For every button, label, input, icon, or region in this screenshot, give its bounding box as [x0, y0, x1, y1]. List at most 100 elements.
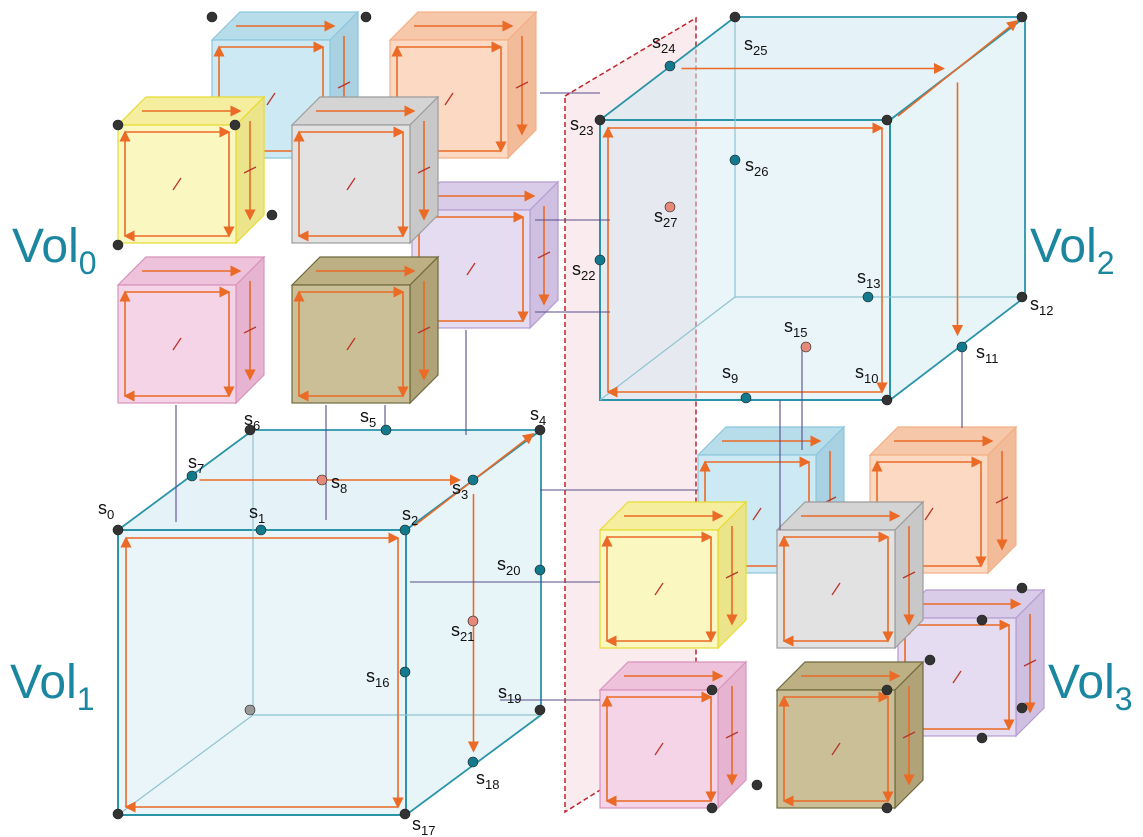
node-dot-3: [467, 474, 479, 486]
vol0-cube-olive: [290, 255, 440, 405]
node-dot-10: [881, 394, 893, 406]
vol0-cube-olive-tick-side: [417, 326, 431, 334]
node-dot-5: [380, 424, 392, 436]
vol2-large-cube-front: [599, 119, 891, 401]
vol3-cube-blue-tick: [752, 507, 762, 521]
node-dot-44: [881, 684, 893, 696]
node-label-s27-sub: 27: [663, 215, 677, 230]
node-dot-37: [1016, 582, 1028, 594]
node-dot-35: [229, 119, 241, 131]
vol3-cube-orange-tick: [924, 507, 934, 521]
node-dot-8: [316, 474, 328, 486]
node-label-s20-base: s: [497, 554, 506, 574]
node-dot-7: [186, 470, 198, 482]
node-label-s8-base: s: [331, 472, 340, 492]
node-dot-22: [594, 114, 606, 126]
node-label-s16-sub: 16: [375, 675, 389, 690]
node-dot-14: [800, 341, 812, 353]
node-label-s9: s9: [722, 362, 738, 386]
vol0-cube-pink-tick: [172, 337, 182, 351]
node-label-s22-sub: 22: [581, 268, 595, 283]
node-label-s7-sub: 7: [197, 461, 204, 476]
node-label-s6-base: s: [244, 409, 253, 429]
node-label-s12: s12: [1030, 294, 1053, 318]
node-label-s13: s13: [857, 267, 880, 291]
node-label-s11: s11: [976, 342, 999, 366]
volume-label-vol3: Vol3: [1048, 656, 1133, 717]
volume-label-vol2-base: Vol: [1030, 220, 1097, 273]
node-dot-12: [1016, 291, 1028, 303]
node-label-s3-base: s: [452, 478, 461, 498]
volume-label-vol2: Vol2: [1030, 220, 1115, 281]
node-label-s19: s19: [498, 682, 521, 706]
volume-label-vol0: Vol0: [12, 220, 97, 281]
vol3-cube-purple-tick: [952, 670, 962, 684]
node-dot-21: [594, 254, 606, 266]
node-label-s20: s20: [497, 554, 520, 578]
node-label-s0: s0: [98, 498, 114, 522]
node-dot-31: [206, 11, 218, 23]
node-dot-26: [664, 201, 676, 213]
node-label-s25-sub: 25: [753, 43, 767, 58]
vol2-large-cube: [597, 15, 1028, 402]
node-label-s5: s5: [360, 406, 376, 430]
node-label-s21-sub: 21: [460, 629, 474, 644]
vol2-large-cube-back-diag: [599, 296, 736, 401]
node-dot-38: [976, 614, 988, 626]
vol0-cube-pink-tick-side: [243, 326, 257, 334]
node-label-s2-base: s: [402, 504, 411, 524]
node-label-s7: s7: [188, 452, 204, 476]
volume-label-vol0-base: Vol: [12, 220, 79, 273]
node-label-s18-base: s: [476, 768, 485, 788]
node-label-s8-sub: 8: [340, 481, 347, 496]
node-dot-20: [467, 615, 479, 627]
node-dot-40: [1016, 702, 1028, 714]
node-label-s24-base: s: [652, 32, 661, 52]
vol0-cube-yellow-tick-side: [243, 166, 257, 174]
node-label-s3: s3: [452, 478, 468, 502]
volume-label-vol2-sub: 2: [1097, 245, 1115, 281]
node-label-s27: s27: [654, 206, 677, 230]
node-dot-28: [244, 704, 256, 716]
vol3-cube-pink: [598, 660, 748, 810]
node-dot-17: [467, 756, 479, 768]
node-label-s8: s8: [331, 472, 347, 496]
node-label-s22-base: s: [572, 259, 581, 279]
node-dot-30: [881, 114, 893, 126]
node-label-s16-base: s: [366, 666, 375, 686]
cubes-layer: [116, 10, 1046, 810]
node-label-s10: s10: [855, 362, 878, 386]
node-dot-46: [924, 654, 936, 666]
volume-label-vol0-sub: 0: [79, 245, 97, 281]
node-dot-42: [706, 802, 718, 814]
node-dot-43: [751, 779, 763, 791]
node-label-s24-sub: 24: [661, 41, 675, 56]
vol0-cube-purple-tick: [466, 262, 476, 276]
vol3-cube-grey-tick: [831, 582, 841, 596]
node-dot-6: [244, 424, 256, 436]
node-label-s10-sub: 10: [864, 371, 878, 386]
vol0-cube-purple-tick-side: [537, 251, 551, 259]
node-label-s18: s18: [476, 768, 499, 792]
node-label-s11-base: s: [976, 342, 985, 362]
volume-label-vol3-base: Vol: [1048, 656, 1115, 709]
node-label-s9-sub: 9: [731, 371, 738, 386]
vol0-cube-orange-tick-side: [515, 81, 529, 89]
node-label-s12-sub: 12: [1039, 303, 1053, 318]
node-dot-24: [729, 11, 741, 23]
vol3-cube-pink-tick: [654, 742, 664, 756]
node-dot-4: [534, 424, 546, 436]
node-dot-23: [664, 60, 676, 72]
vol0-cube-blue-tick: [266, 92, 276, 106]
node-dot-13: [862, 291, 874, 303]
vol3-cube-purple-tick-side: [1023, 659, 1037, 667]
node-label-s4-base: s: [530, 404, 539, 424]
node-label-s5-sub: 5: [369, 415, 376, 430]
volume-label-vol3-sub: 3: [1115, 681, 1133, 717]
node-label-s13-sub: 13: [866, 276, 880, 291]
node-dot-0: [112, 524, 124, 536]
node-label-s15: s15: [784, 316, 807, 340]
vol3-cube-pink-tick-side: [725, 731, 739, 739]
node-label-s10-base: s: [855, 362, 864, 382]
node-label-s2: s2: [402, 504, 418, 528]
